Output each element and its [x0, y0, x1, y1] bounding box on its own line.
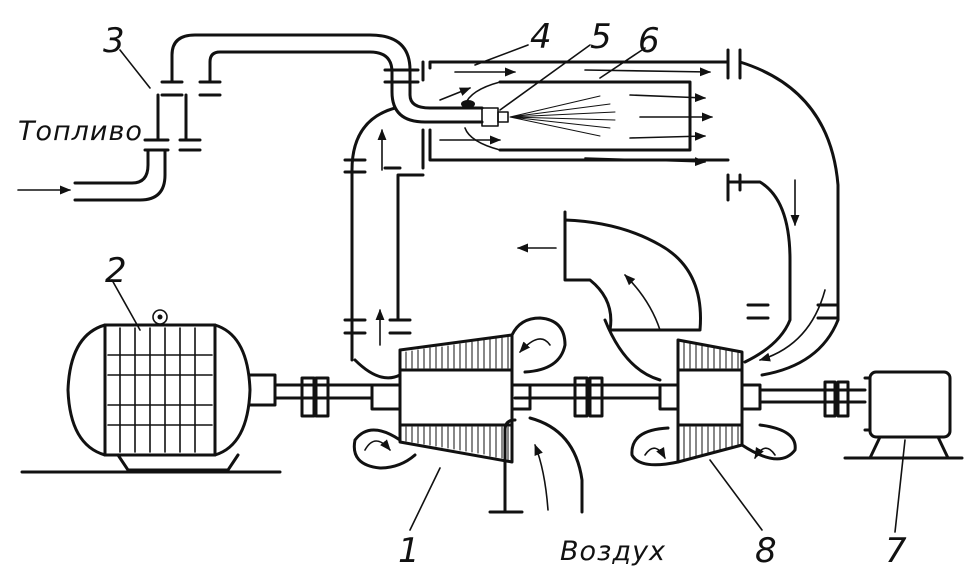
flame-tube: [498, 80, 692, 152]
fuel-pipe: [73, 33, 484, 202]
label-5: 5: [590, 17, 612, 57]
compressor: [352, 316, 567, 470]
couplings: [300, 376, 850, 418]
label-6: 6: [638, 21, 660, 61]
label-1: 1: [398, 531, 420, 571]
label-3: 3: [103, 21, 125, 61]
label-7: 7: [885, 531, 907, 571]
label-4: 4: [530, 17, 552, 57]
electric-motor: [66, 309, 277, 472]
label-8: 8: [755, 531, 777, 571]
chamber-flow-arrows: [439, 67, 800, 227]
leader-lines: [111, 44, 906, 533]
label-2: 2: [105, 251, 127, 291]
fuel-spray: [509, 95, 616, 137]
combustion-chamber-casing: [421, 48, 840, 292]
fuel-injector: [461, 100, 509, 127]
shaft: [273, 383, 867, 404]
exhaust-duct: [516, 210, 702, 332]
air-intake: [488, 416, 584, 514]
label-air: Воздух: [560, 536, 666, 567]
compressed-air-duct: [343, 106, 425, 362]
label-fuel: Топливо: [18, 116, 143, 147]
starter-machine: [863, 370, 952, 460]
turbine: [603, 288, 840, 467]
